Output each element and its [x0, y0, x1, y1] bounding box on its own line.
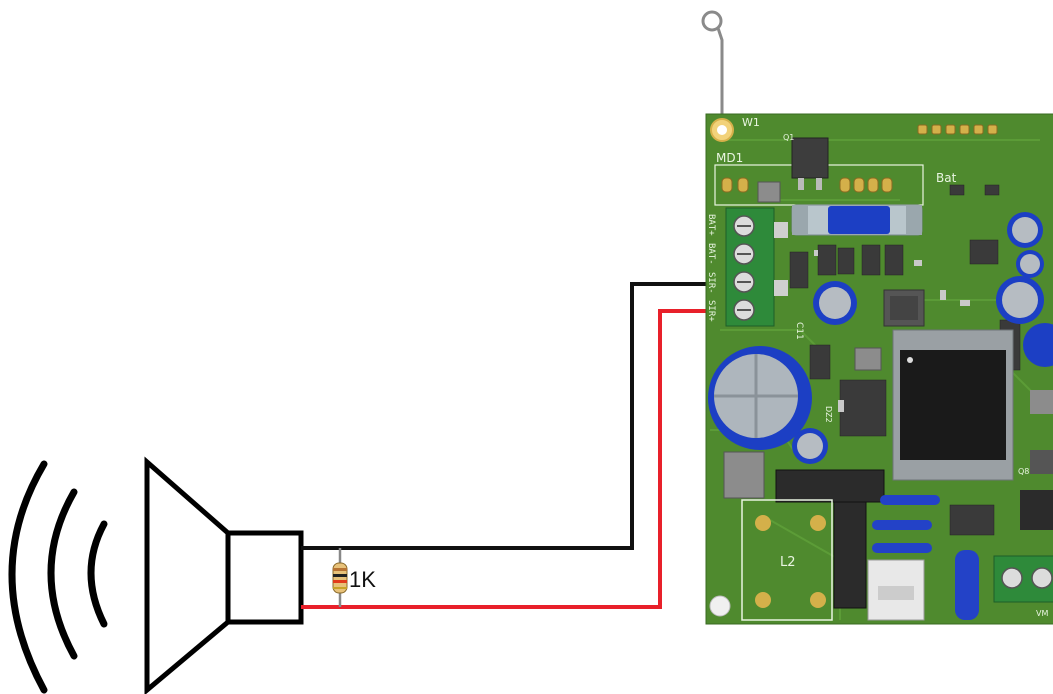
red-wire	[301, 309, 706, 609]
terminal-vm-label: VM	[1036, 609, 1048, 618]
pcb-board	[705, 113, 1053, 625]
terminal-label-sir-minus: SIR-	[706, 272, 716, 294]
resistor-icon	[332, 548, 348, 607]
inductor-label: L2	[780, 555, 796, 570]
antenna-label: W1	[742, 116, 760, 129]
capacitor-label: C11	[794, 322, 804, 340]
black-wire	[301, 282, 706, 550]
terminal-labels: BAT+ BAT- SIR- SIR+	[706, 214, 716, 322]
battery-label: Bat	[936, 171, 957, 185]
terminal-label-bat-minus: BAT-	[706, 243, 716, 265]
sound-wave-icon	[8, 460, 108, 694]
speaker-icon	[144, 456, 304, 694]
transistor-label: Q1	[783, 133, 794, 142]
terminal-label-bat-plus: BAT+	[706, 214, 716, 236]
diode-label: DZ2	[824, 406, 833, 423]
electrolytic-capacitor	[792, 212, 1053, 464]
antenna-icon	[701, 10, 724, 122]
resistor-label: 1K	[349, 567, 376, 592]
lower-transistor-label: Q8	[1018, 467, 1029, 476]
module-label: MD1	[716, 151, 743, 165]
terminal-label-sir-plus: SIR+	[706, 300, 716, 322]
